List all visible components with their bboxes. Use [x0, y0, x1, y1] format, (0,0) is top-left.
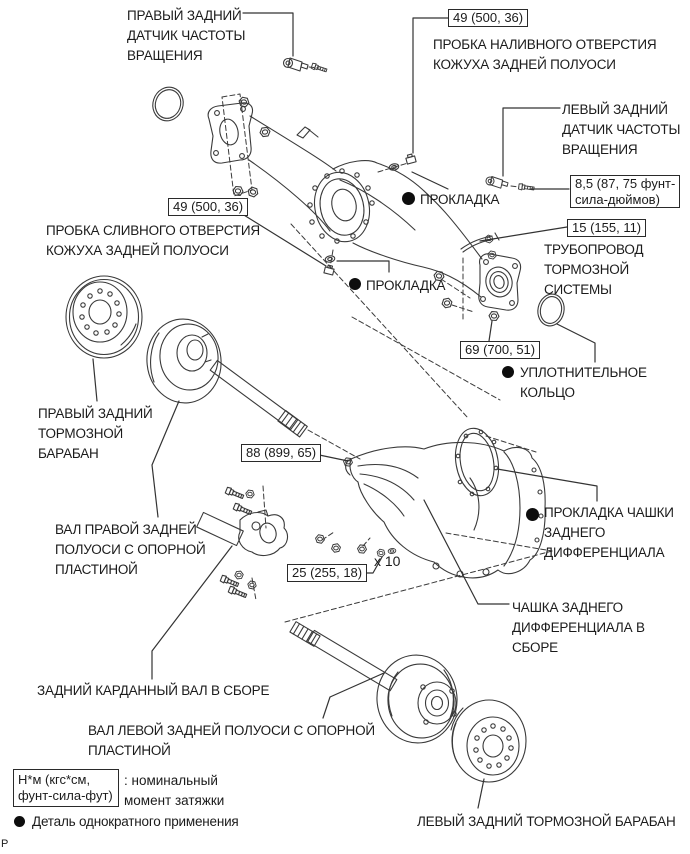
- legend-single-use-note: Деталь однократного применения: [32, 814, 239, 829]
- torque-box-brake-pipe: 15 (155, 11): [567, 219, 647, 237]
- legend-units-desc: : номинальный момент затяжки: [124, 773, 225, 808]
- single-use-marker-icon: [526, 508, 539, 521]
- label-left-rear-speed-sensor: ЛЕВЫЙ ЗАДНИЙ ДАТЧИК ЧАСТОТЫ ВРАЩЕНИЯ: [562, 102, 681, 157]
- label-drain-plug: ПРОБКА СЛИВНОГО ОТВЕРСТИЯ КОЖУХА ЗАДНЕЙ …: [46, 223, 260, 258]
- label-o-ring: УПЛОТНИТЕЛЬНОЕ КОЛЬЦО: [520, 365, 647, 400]
- right-axle-shaft-drawing: [146, 318, 308, 438]
- differential-carrier-drawing: [314, 441, 546, 579]
- label-left-axle-shaft: ВАЛ ЛЕВОЙ ЗАДНЕЙ ПОЛУОСИ С ОПОРНОЙ ПЛАСТ…: [88, 723, 375, 758]
- label-propeller-shaft: ЗАДНИЙ КАРДАННЫЙ ВАЛ В СБОРЕ: [37, 683, 270, 698]
- label-fill-plug: ПРОБКА НАЛИВНОГО ОТВЕРСТИЯ КОЖУХА ЗАДНЕЙ…: [433, 37, 657, 72]
- o-ring-right-drawing: [537, 293, 565, 327]
- propeller-shaft-drawing: [196, 486, 289, 600]
- torque-box-diff-nuts: 25 (255, 18): [287, 564, 368, 582]
- label-right-axle-shaft: ВАЛ ПРАВОЙ ЗАДНЕЙ ПОЛУОСИ С ОПОРНОЙ ПЛАС…: [55, 522, 206, 577]
- corner-mark: P: [1, 838, 9, 850]
- label-brake-pipe: ТРУБОПРОВОД ТОРМОЗНОЙ СИСТЕМЫ: [544, 242, 644, 297]
- left-axle-shaft-drawing: [289, 621, 458, 744]
- label-diff-carrier-assembly: ЧАШКА ЗАДНЕГО ДИФФЕРЕНЦИАЛА В СБОРЕ: [512, 600, 645, 655]
- brake-pipe-drawing: [460, 232, 500, 253]
- quantity-note: x 10: [374, 553, 401, 569]
- assembly-dashed-lines: [221, 66, 553, 623]
- right-speed-sensor-drawing: [282, 57, 309, 72]
- label-right-brake-drum: ПРАВЫЙ ЗАДНИЙ ТОРМОЗНОЙ БАРАБАН: [38, 406, 153, 461]
- o-ring-top-drawing: [152, 86, 184, 122]
- torque-box-fill-plug: 49 (500, 36): [448, 9, 529, 27]
- single-use-marker-icon: [349, 278, 361, 290]
- ring-studs: [307, 168, 375, 244]
- label-gasket-drain-plug: ПРОКЛАДКА: [366, 278, 446, 293]
- right-brake-drum-drawing: [65, 275, 143, 359]
- left-speed-sensor-drawing: [485, 176, 509, 189]
- left-brake-drum-drawing: [450, 699, 527, 783]
- torque-box-bearing-nut: 69 (700, 51): [460, 341, 541, 359]
- single-use-marker-icon: [402, 192, 415, 205]
- torque-box-pinion-nut: 88 (899, 65): [241, 444, 322, 462]
- label-right-rear-speed-sensor: ПРАВЫЙ ЗАДНИЙ ДАТЧИК ЧАСТОТЫ ВРАЩЕНИЯ: [127, 8, 246, 63]
- torque-box-sensor-bolt: 8,5 (87, 75 фунт- сила-дюймов): [570, 175, 681, 208]
- label-gasket-fill-plug: ПРОКЛАДКА: [420, 192, 500, 207]
- single-use-marker-icon: [502, 366, 514, 378]
- label-diff-carrier-gasket: ПРОКЛАДКА ЧАШКИ ЗАДНЕГО ДИФФЕРЕНЦИАЛА: [544, 505, 674, 560]
- legend-units-box: Н*м (кгс*см, фунт-сила-фут): [13, 769, 119, 807]
- diff-gasket-drawing: [454, 427, 500, 497]
- torque-box-drain-plug: 49 (500, 36): [168, 198, 249, 216]
- single-use-marker-icon: [14, 816, 25, 827]
- label-left-brake-drum: ЛЕВЫЙ ЗАДНИЙ ТОРМОЗНОЙ БАРАБАН: [417, 814, 676, 829]
